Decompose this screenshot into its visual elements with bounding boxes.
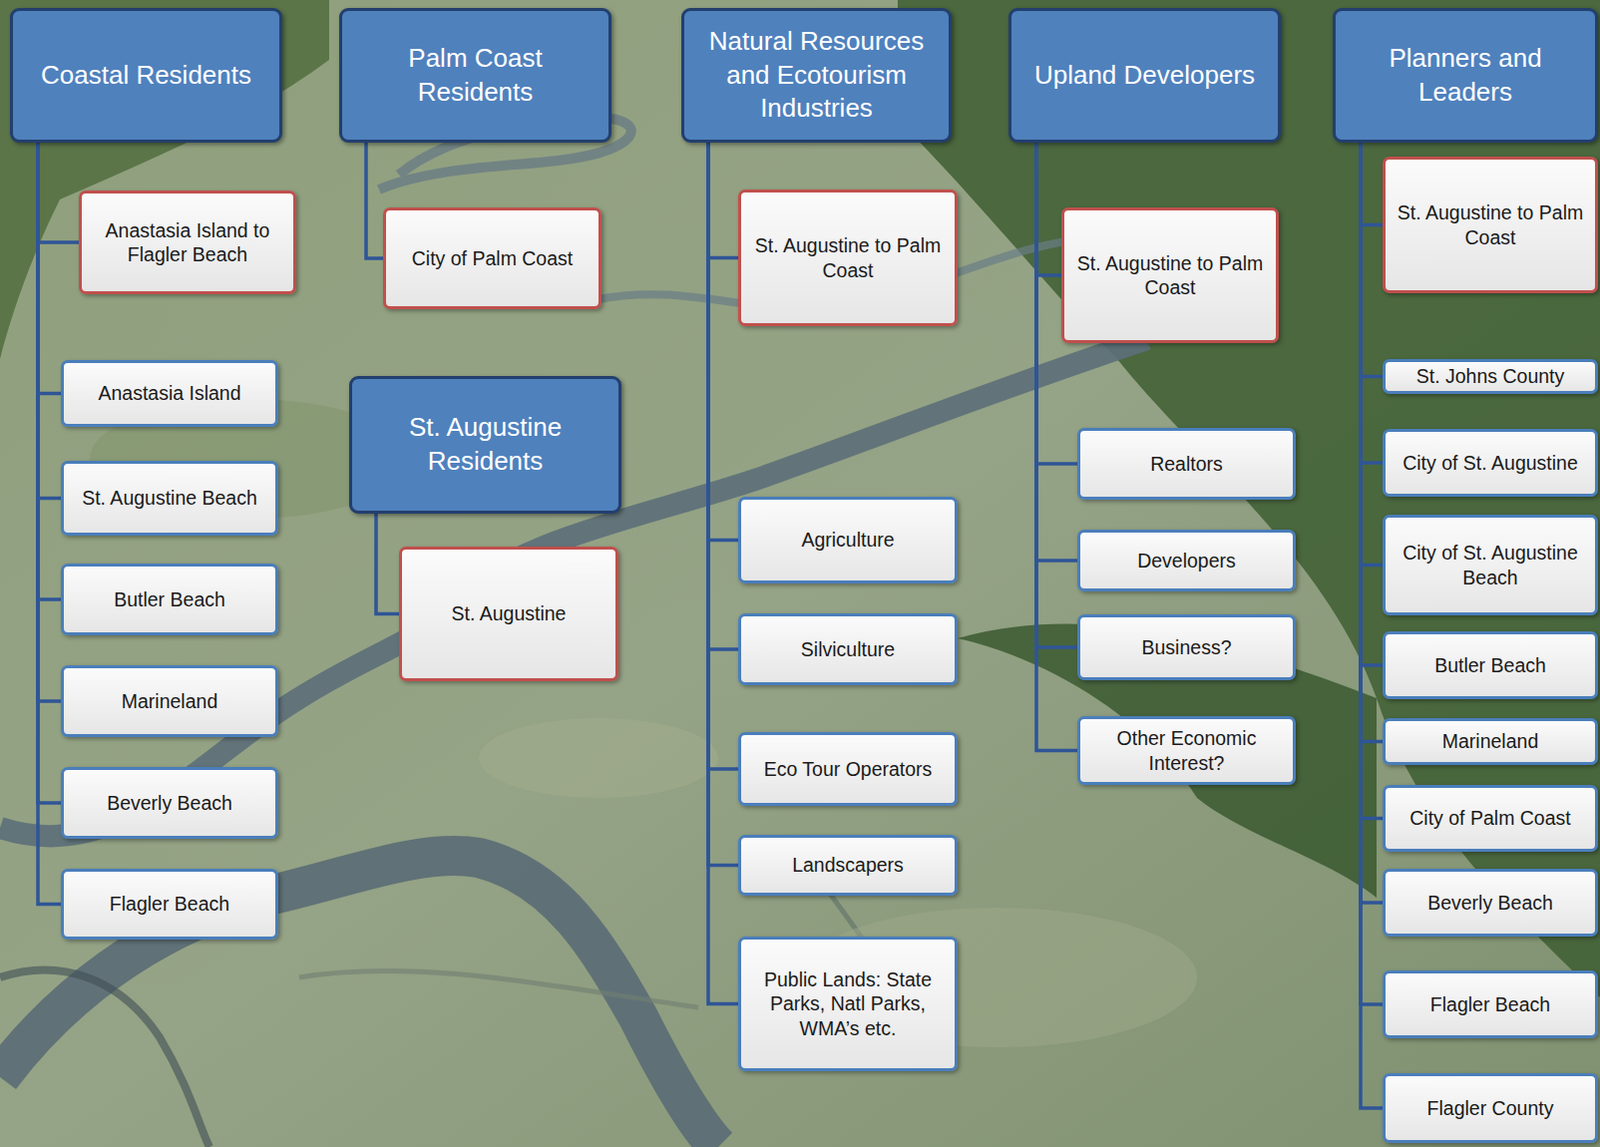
connector-line: [1036, 142, 1062, 276]
group-header-box: Natural Resources and Ecotourism Industr…: [681, 7, 952, 143]
stakeholder-box: City of Palm Coast: [1382, 785, 1599, 852]
box-label: Anastasia Island to Flagler Beach: [89, 218, 286, 268]
stakeholder-box: Flagler Beach: [60, 868, 279, 940]
connector-line: [1360, 142, 1383, 566]
box-label: Marineland: [1442, 729, 1539, 754]
header-label: Coastal Residents: [40, 58, 252, 93]
box-label: City of St. Augustine: [1402, 450, 1579, 475]
stakeholder-box: City of St. Augustine: [1382, 428, 1599, 497]
header-label: Planners and Leaders: [1345, 41, 1586, 110]
connector-line: [376, 513, 400, 615]
stakeholder-box: St. Augustine to Palm Coast: [1382, 156, 1599, 294]
box-label: Eco Tour Operators: [764, 757, 933, 782]
stakeholder-box: St. Johns County: [1382, 359, 1599, 395]
header-label: Upland Developers: [1034, 58, 1255, 93]
stakeholder-box: Other Economic Interest?: [1077, 716, 1296, 786]
stakeholder-box: St. Augustine: [399, 546, 619, 682]
connector-line: [366, 142, 384, 259]
box-label: City of Palm Coast: [1409, 805, 1571, 830]
connector-line: [37, 142, 61, 395]
connector-line: [37, 142, 61, 499]
stakeholder-box: City of St. Augustine Beach: [1382, 514, 1599, 616]
connector-line: [1036, 142, 1078, 561]
group-header-box: St. Augustine Residents: [349, 376, 622, 514]
connector-line: [1360, 142, 1383, 666]
connector-line: [708, 142, 739, 541]
box-label: St. Augustine Beach: [81, 485, 258, 510]
box-label: St. Augustine to Palm Coast: [1393, 200, 1588, 250]
connector-line: [1360, 142, 1383, 743]
connector-line: [708, 142, 739, 650]
group-header-box: Coastal Residents: [9, 7, 283, 143]
box-label: Marineland: [121, 689, 218, 714]
box-label: Other Economic Interest?: [1088, 726, 1285, 776]
header-label: Palm Coast Residents: [352, 41, 599, 110]
stakeholder-box: Developers: [1077, 529, 1296, 592]
box-label: Beverly Beach: [1427, 890, 1554, 915]
connector-line: [708, 142, 739, 259]
connector-line: [37, 142, 61, 803]
connector-line: [1360, 142, 1383, 819]
stakeholder-box: Marineland: [1382, 718, 1599, 766]
connector-line: [1360, 142, 1383, 226]
stakeholder-box: Marineland: [60, 665, 279, 738]
stakeholder-box: Agriculture: [738, 496, 958, 584]
group-header-box: Planners and Leaders: [1332, 7, 1599, 143]
stakeholder-box: St. Augustine to Palm Coast: [738, 189, 958, 327]
box-label: St. Augustine to Palm Coast: [749, 233, 947, 283]
connector-line: [37, 142, 61, 905]
stakeholder-box: Realtors: [1077, 427, 1296, 500]
stakeholder-box: St. Augustine to Palm Coast: [1061, 207, 1279, 344]
connector-line: [37, 142, 61, 600]
connector-line: [1360, 142, 1383, 378]
box-label: Business?: [1142, 635, 1232, 660]
stakeholder-box: Business?: [1077, 614, 1296, 681]
box-label: Landscapers: [792, 852, 904, 877]
stakeholder-box: Silviculture: [738, 613, 958, 686]
box-label: Public Lands: State Parks, Natl Parks, W…: [749, 967, 947, 1041]
stakeholder-box: Beverly Beach: [1382, 868, 1599, 937]
box-label: St. Augustine: [451, 601, 567, 626]
connector-line: [708, 142, 739, 866]
stakeholder-box: Anastasia Island to Flagler Beach: [78, 190, 297, 295]
box-label: Developers: [1137, 548, 1236, 573]
group-header-box: Upland Developers: [1008, 7, 1281, 143]
box-label: Realtors: [1150, 451, 1223, 476]
box-label: Silviculture: [800, 637, 895, 662]
box-label: Butler Beach: [113, 587, 226, 612]
connector-line: [37, 142, 79, 243]
box-label: City of St. Augustine Beach: [1393, 540, 1588, 590]
connector-line: [708, 142, 739, 1005]
box-label: Flagler Beach: [1430, 992, 1551, 1017]
connector-line: [1360, 142, 1383, 903]
group-header-box: Palm Coast Residents: [339, 7, 612, 143]
stakeholder-box: Anastasia Island: [60, 360, 279, 427]
box-label: Agriculture: [800, 527, 894, 552]
connector-line: [37, 142, 61, 702]
header-label: St. Augustine Residents: [362, 410, 609, 479]
stakeholder-box: Eco Tour Operators: [738, 732, 958, 806]
box-label: Flagler Beach: [109, 891, 230, 916]
stakeholder-box: St. Augustine Beach: [60, 460, 279, 536]
stakeholder-box: Butler Beach: [60, 563, 279, 636]
stakeholder-box: Flagler Beach: [1382, 970, 1599, 1039]
connector-line: [708, 142, 739, 770]
box-label: Butler Beach: [1434, 653, 1547, 678]
stakeholder-box: City of Palm Coast: [383, 207, 602, 310]
connector-line: [1360, 142, 1383, 463]
connector-line: [1360, 142, 1383, 1005]
stakeholder-box: Flagler County: [1382, 1073, 1599, 1144]
stakeholder-box: Public Lands: State Parks, Natl Parks, W…: [738, 936, 958, 1072]
header-label: Natural Resources and Ecotourism Industr…: [694, 24, 939, 126]
box-label: City of Palm Coast: [411, 246, 573, 271]
box-label: Anastasia Island: [97, 381, 241, 405]
stakeholder-box: Beverly Beach: [60, 767, 279, 839]
stakeholder-box: Landscapers: [738, 834, 958, 896]
box-label: St. Johns County: [1416, 364, 1566, 389]
box-label: St. Augustine to Palm Coast: [1072, 251, 1268, 301]
connector-line: [1360, 142, 1383, 1109]
box-label: Flagler County: [1427, 1096, 1555, 1121]
box-label: Beverly Beach: [106, 791, 233, 815]
stakeholder-box: Butler Beach: [1382, 631, 1599, 700]
